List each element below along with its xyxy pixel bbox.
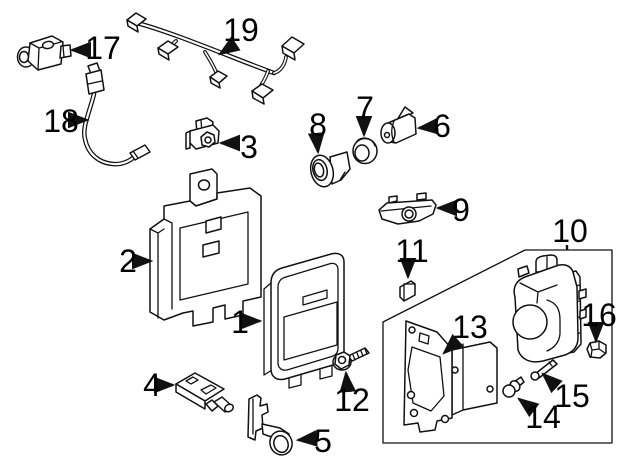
callout-7-label[interactable]: 7: [356, 90, 374, 126]
callout-12[interactable]: 12: [334, 370, 370, 418]
callout-19[interactable]: 19: [218, 12, 259, 56]
callout-7[interactable]: 7: [355, 90, 374, 138]
part-2-module-bracket: [149, 168, 262, 327]
part-4-sensor-with-connector: [175, 372, 235, 413]
callout-3-label[interactable]: 3: [240, 129, 258, 165]
part-12-bolt: [332, 347, 370, 371]
callout-11-label[interactable]: 11: [395, 233, 428, 269]
part-10-radar-unit: [512, 254, 587, 363]
callout-5-arrow: [295, 430, 318, 447]
part-7-grommet-ring: [352, 137, 378, 165]
callout-16-label[interactable]: 16: [581, 297, 617, 333]
callout-15[interactable]: 15: [541, 372, 590, 414]
callout-12-arrow: [339, 370, 357, 393]
callout-6[interactable]: 6: [416, 108, 451, 144]
callout-18[interactable]: 18: [43, 103, 90, 139]
callout-3[interactable]: 3: [218, 129, 258, 165]
callout-8-label[interactable]: 8: [309, 107, 327, 143]
part-1-control-module: [263, 252, 345, 389]
callout-18-label[interactable]: 18: [43, 103, 79, 139]
callout-19-label[interactable]: 19: [223, 12, 259, 48]
callout-14-arrow: [517, 397, 540, 418]
callout-10[interactable]: 10: [552, 213, 588, 250]
part-9-small-bracket: [378, 192, 437, 225]
callout-1-label[interactable]: 1: [231, 304, 249, 340]
part-17-camera-sensor: [16, 35, 72, 71]
callout-17[interactable]: 17: [69, 30, 121, 66]
callout-17-label[interactable]: 17: [85, 30, 121, 66]
callout-13[interactable]: 13: [442, 309, 488, 355]
part-5-clamp-bracket: [247, 394, 293, 456]
part-19-wiring-harness: [126, 12, 305, 105]
callout-1[interactable]: 1: [231, 304, 263, 340]
callout-5-label[interactable]: 5: [314, 423, 332, 459]
callout-4-label[interactable]: 4: [143, 367, 161, 403]
callout-13-arrow: [442, 333, 464, 355]
callout-13-label[interactable]: 13: [452, 309, 488, 345]
part-8-grommet: [309, 151, 351, 188]
callout-12-label[interactable]: 12: [334, 382, 370, 418]
callout-14[interactable]: 14: [517, 397, 561, 435]
callout-10-label[interactable]: 10: [552, 213, 588, 249]
callout-11[interactable]: 11: [395, 233, 429, 280]
callout-9[interactable]: 9: [435, 192, 470, 228]
callout-2[interactable]: 2: [119, 243, 154, 279]
part-15-pin: [530, 359, 558, 381]
callout-15-label[interactable]: 15: [554, 378, 590, 414]
callout-2-label[interactable]: 2: [119, 243, 137, 279]
callout-14-label[interactable]: 14: [525, 399, 561, 435]
callout-16[interactable]: 16: [581, 297, 617, 344]
part-16-nut: [586, 340, 607, 359]
callout-5[interactable]: 5: [295, 423, 332, 459]
callout-6-arrow: [416, 117, 439, 135]
callout-9-label[interactable]: 9: [452, 192, 470, 228]
part-14-push-pin: [502, 376, 525, 398]
callout-8-arrow: [307, 132, 325, 155]
callout-6-label[interactable]: 6: [433, 108, 451, 144]
callout-15-arrow: [541, 372, 563, 394]
part-3-small-sensor: [185, 117, 220, 150]
callout-8[interactable]: 8: [307, 107, 327, 155]
part-10-assembly-box: [382, 249, 613, 444]
part-6-cylindrical-sensor: [380, 106, 417, 144]
callout-19-arrow: [218, 36, 241, 56]
part-11-clip: [399, 280, 416, 302]
callout-4[interactable]: 4: [143, 367, 176, 403]
